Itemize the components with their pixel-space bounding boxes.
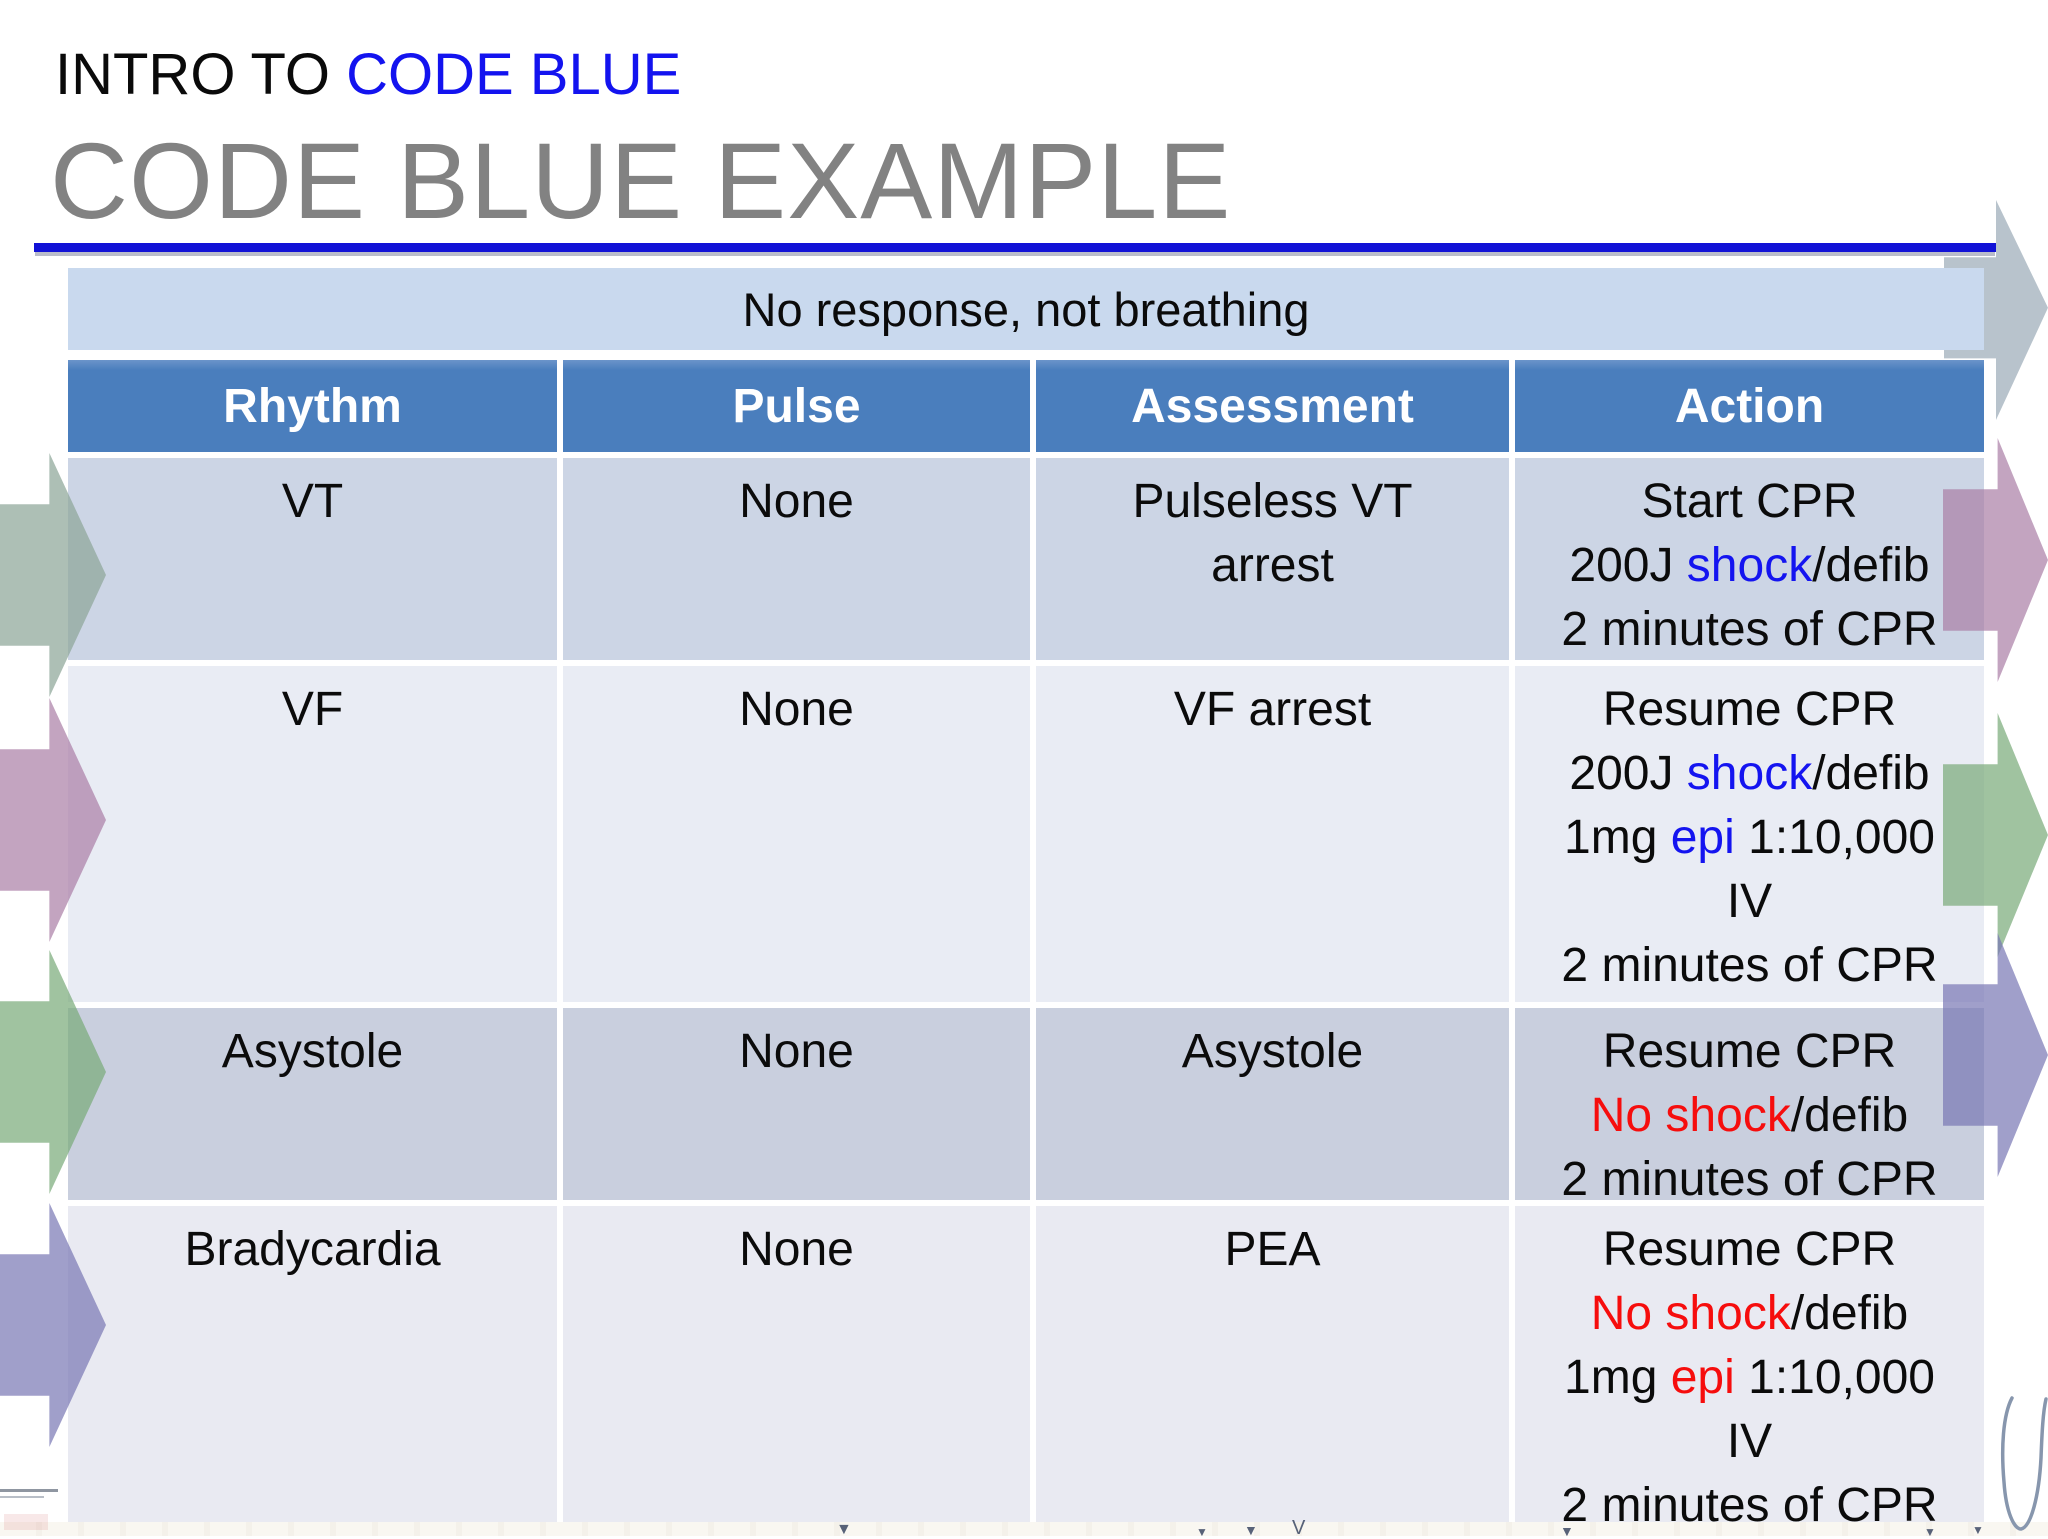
- table-cell: Asystole: [68, 1008, 557, 1200]
- cell-line: None: [739, 475, 854, 528]
- ecg-baseline-fragment: [0, 1496, 44, 1498]
- cell-line: 2 minutes of CPR: [1561, 939, 1938, 992]
- table-cell: Resume CPR No shock/defib 2 minutes of CPR: [1515, 1008, 1984, 1206]
- table-cell: Bradycardia: [68, 1206, 557, 1522]
- cell-line: VF arrest: [1173, 683, 1372, 736]
- header-cell-action: Action: [1515, 360, 1984, 452]
- cell-line: IV: [1726, 875, 1773, 928]
- ecg-artifact: ▼: [1924, 1525, 1936, 1539]
- table-cell: VF arrest: [1036, 666, 1509, 1002]
- table-cell: Pulseless VT arrest: [1036, 458, 1509, 660]
- cell-line: None: [739, 1223, 854, 1276]
- cell-line: Bradycardia: [184, 1223, 441, 1276]
- ecg-artifact: [4, 1514, 48, 1530]
- cell-line: Pulseless VT: [1132, 475, 1413, 528]
- cell-line: 2 minutes of CPR: [1561, 603, 1938, 656]
- cell-line: No shock/defib: [1590, 1287, 1909, 1340]
- slide-title: CODE BLUE EXAMPLE: [50, 120, 1232, 241]
- cell-line: Asystole: [1181, 1025, 1364, 1078]
- ecg-artifact: ▼: [836, 1521, 852, 1538]
- ecg-squiggle-icon: [2000, 1396, 2048, 1531]
- table-cell: Asystole: [1036, 1008, 1509, 1200]
- cell-line: 200J shock/defib: [1569, 539, 1930, 592]
- ecg-artifact: ▼: [1196, 1525, 1208, 1539]
- table-cell: None: [563, 1008, 1030, 1200]
- kicker-highlight: CODE BLUE: [346, 42, 682, 107]
- cell-line: Start CPR: [1641, 475, 1858, 528]
- table-cell: Resume CPR No shock/defib 1mg epi 1:10,000…: [1515, 1206, 1984, 1532]
- cell-line: VT: [281, 475, 344, 528]
- table-cell: VF: [68, 666, 557, 1002]
- cell-line: Asystole: [221, 1025, 404, 1078]
- cell-line: No shock/defib: [1590, 1089, 1909, 1142]
- cell-line: None: [739, 683, 854, 736]
- cell-line: VF: [281, 683, 344, 736]
- ecg-artifact: ▼: [1972, 1523, 1984, 1537]
- ecg-artifact: ▼: [1244, 1522, 1258, 1538]
- table-cell: None: [563, 666, 1030, 1002]
- cell-line: 1mg epi 1:10,000: [1564, 1351, 1935, 1404]
- cell-line: 2 minutes of CPR: [1561, 1479, 1938, 1532]
- cell-line: PEA: [1224, 1223, 1321, 1276]
- header-cell-rhythm: Rhythm: [68, 360, 557, 452]
- header-cell-assessment: Assessment: [1036, 360, 1509, 452]
- kicker-prefix: INTRO TO: [55, 42, 347, 107]
- ecg-strip-remnant: [0, 1522, 2048, 1536]
- cell-line: 1mg epi 1:10,000: [1564, 811, 1935, 864]
- table-banner: No response, not breathing: [68, 268, 1984, 350]
- table-cell: VT: [68, 458, 557, 660]
- slide-kicker: INTRO TO CODE BLUE: [55, 44, 681, 106]
- header-cell-pulse: Pulse: [563, 360, 1030, 452]
- cell-line: 200J shock/defib: [1569, 747, 1930, 800]
- table-cell: Start CPR 200J shock/defib 2 minutes of CP…: [1515, 458, 1984, 660]
- cell-line: IV: [1726, 1415, 1773, 1468]
- table-cell: Resume CPR 200J shock/defib 1mg epi 1:10,0…: [1515, 666, 1984, 1002]
- table-cell: None: [563, 1206, 1030, 1522]
- table-cell: None: [563, 458, 1030, 660]
- cell-line: Resume CPR: [1602, 683, 1897, 736]
- ecg-artifact: ▼: [1560, 1523, 1574, 1539]
- title-underline: [34, 243, 1996, 252]
- ecg-baseline-fragment: [0, 1489, 58, 1492]
- cell-line: Resume CPR: [1602, 1223, 1897, 1276]
- cell-line: arrest: [1211, 539, 1334, 592]
- table-cell: PEA: [1036, 1206, 1509, 1522]
- cell-line: 2 minutes of CPR: [1561, 1153, 1938, 1206]
- cell-line: Resume CPR: [1602, 1025, 1897, 1078]
- cell-line: None: [739, 1025, 854, 1078]
- ecg-artifact: V: [1292, 1517, 1306, 1539]
